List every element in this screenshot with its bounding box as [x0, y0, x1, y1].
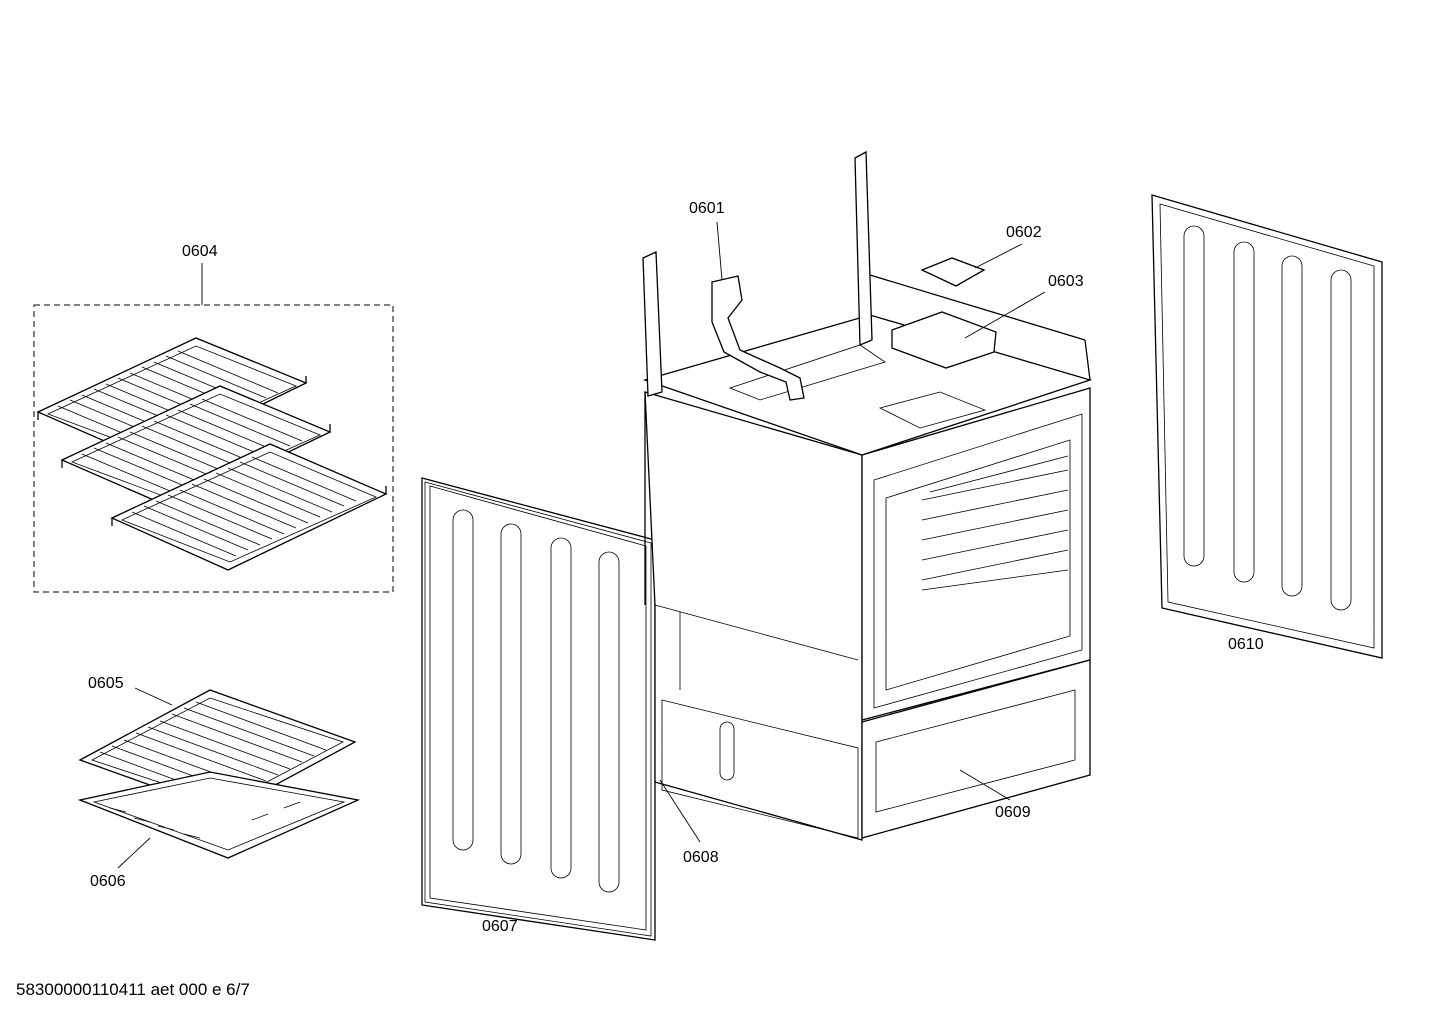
side-panel-0607: 0607: [421, 477, 656, 941]
duct-0601: 0601: [689, 200, 805, 401]
oven-body: [642, 150, 1093, 841]
callout-0602: 0602: [1006, 224, 1042, 241]
callout-0607: 0607: [482, 918, 518, 935]
callout-0605: 0605: [88, 675, 124, 692]
callout-0608: 0608: [683, 849, 719, 866]
rack-group-0604: 0604: [33, 243, 394, 593]
oven-rack-middle: [60, 385, 332, 509]
callout-0610: 0610: [1228, 636, 1264, 653]
side-panel-0610: 0610: [1151, 194, 1383, 659]
callout-0604: 0604: [182, 243, 218, 260]
grill-rack-0605: 0605: [78, 675, 357, 813]
drawer-0609: 0609: [959, 769, 1031, 821]
callout-0603: 0603: [1048, 273, 1084, 290]
document-reference: 58300000110411 aet 000 e 6/7: [16, 980, 250, 999]
oven-rack-lower: [110, 443, 388, 571]
bracket-0603: 0603: [891, 273, 1084, 369]
callout-0609: 0609: [995, 804, 1031, 821]
switch-0602: 0602: [920, 224, 1042, 287]
baking-tray-0606: 0606: [77, 771, 361, 890]
callout-0601: 0601: [689, 200, 725, 217]
callout-0606: 0606: [90, 873, 126, 890]
part-0608: 0608: [659, 779, 719, 866]
